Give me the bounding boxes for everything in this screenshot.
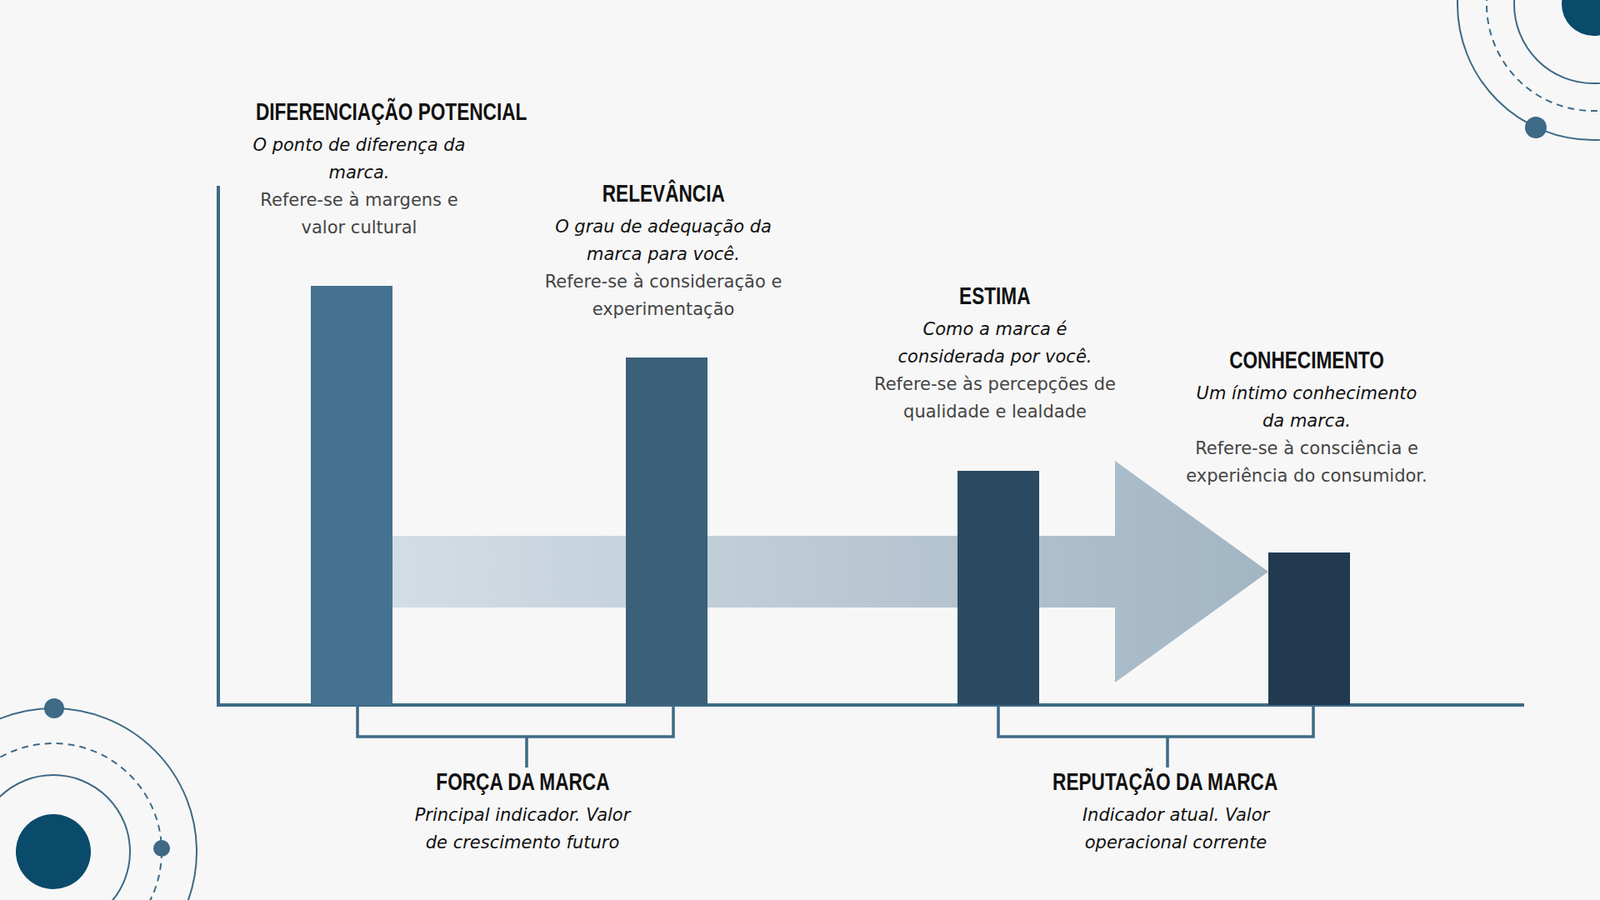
bar-node: DIFERENCIAÇÃO POTENCIALO ponto de difere… bbox=[217, 98, 501, 705]
annotation-label: REPUTAÇÃO DA MARCA bbox=[1006, 768, 1324, 802]
bar-node: CONHECIMENTO Um íntimo conhecimento da ma… bbox=[1165, 346, 1449, 705]
node-description: Refere-se à margens e valor cultural bbox=[238, 186, 480, 242]
bar-node: RELEVÂNCIA O grau de adequação da marca p… bbox=[521, 180, 805, 705]
group-description: Principal indicador. Valor de cresciment… bbox=[401, 801, 644, 857]
annotation-label: Principal indicador. Valor de cresciment… bbox=[401, 801, 644, 857]
orbit-ring bbox=[1457, 0, 1600, 140]
node-subtitle: O grau de adequação da marca para você. bbox=[542, 213, 785, 269]
flow-arrow bbox=[392, 460, 1269, 683]
axis-line bbox=[218, 185, 1525, 705]
value-bar bbox=[1268, 552, 1350, 705]
group-heading: REPUTAÇÃO DA MARCA bbox=[1052, 768, 1278, 796]
node-heading: ESTIMA bbox=[959, 282, 1030, 310]
value-bar bbox=[310, 285, 393, 705]
orbit-dot bbox=[1525, 116, 1547, 139]
orbit-ring bbox=[0, 708, 197, 900]
planet-dot bbox=[15, 814, 91, 890]
node-heading: DIFERENCIAÇÃO POTENCIAL bbox=[255, 98, 527, 126]
node-description: Refere-se à consideração e experimentaçã… bbox=[542, 268, 785, 324]
node-subtitle: Como a marca é considerada por você. bbox=[874, 315, 1116, 371]
orbit-dot bbox=[44, 698, 65, 719]
group-description: Indicador atual. Valor operacional corre… bbox=[1055, 801, 1297, 857]
orbit-dot bbox=[153, 840, 170, 857]
node-description: Refere-se às percepções de qualidade e l… bbox=[874, 370, 1116, 426]
heading-row: CONHECIMENTO bbox=[1165, 346, 1449, 380]
bracket bbox=[998, 706, 1314, 737]
bracket-stem bbox=[525, 736, 529, 768]
node-heading: RELEVÂNCIA bbox=[601, 180, 725, 208]
value-bar bbox=[957, 470, 1040, 705]
planet-dot bbox=[1561, 0, 1600, 36]
node-subtitle: O ponto de diferença da marca. bbox=[238, 131, 480, 187]
heading-row: ESTIMA bbox=[853, 282, 1137, 316]
orbit-ring bbox=[0, 775, 130, 900]
heading-row: DIFERENCIAÇÃO POTENCIAL bbox=[217, 98, 501, 132]
orbit-ring bbox=[1514, 0, 1600, 84]
node-heading: CONHECIMENTO bbox=[1229, 346, 1385, 375]
heading-row: REPUTAÇÃO DA MARCA bbox=[1006, 768, 1324, 802]
annotation-label: FORÇA DA MARCA bbox=[372, 768, 673, 802]
bar-node: ESTIMA Como a marca é considerada por voc… bbox=[853, 282, 1137, 705]
group-heading: FORÇA DA MARCA bbox=[435, 768, 610, 796]
node-description: Refere-se à consciência e experiência do… bbox=[1185, 435, 1428, 490]
bracket-stem bbox=[1165, 736, 1170, 768]
value-bar bbox=[625, 357, 708, 705]
orbit-ring bbox=[0, 743, 162, 900]
annotation-label: Indicador atual. Valor operacional corre… bbox=[1055, 801, 1297, 857]
heading-row: FORÇA DA MARCA bbox=[372, 768, 673, 802]
heading-row: RELEVÂNCIA bbox=[521, 180, 805, 214]
orbit-ring bbox=[1486, 0, 1600, 111]
node-subtitle: Um íntimo conhecimento da marca. bbox=[1185, 380, 1428, 435]
bracket bbox=[357, 706, 674, 737]
